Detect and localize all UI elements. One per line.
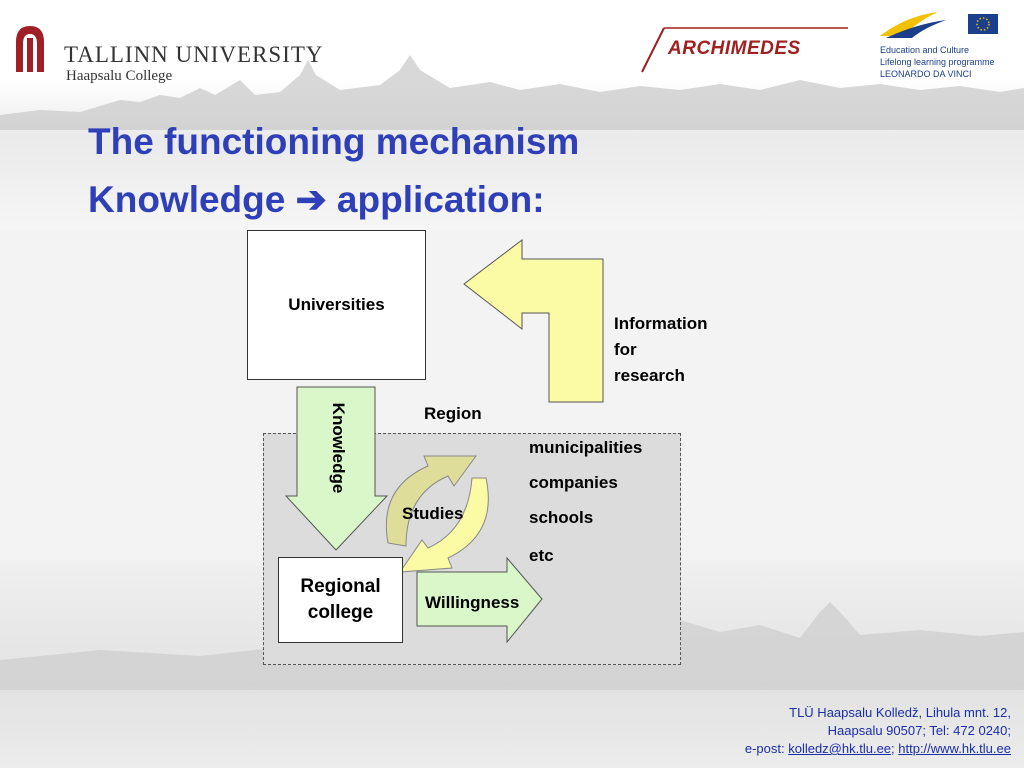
archimedes-logo: ARCHIMEDES [668,38,801,59]
information-line-2: for [614,340,637,359]
information-for-research-label: Information for research [614,311,708,389]
information-arrow [463,238,604,403]
footer-address-line-1: TLÜ Haapsalu Kolledž, Lihula mnt. 12, [789,705,1011,720]
willingness-label: Willingness [425,593,520,612]
archimedes-logo-frame [641,27,848,73]
footer-website-link[interactable]: http://www.hk.tlu.ee [898,741,1011,756]
title-line-2-part-2: application: [336,179,545,220]
college-name: Haapsalu College [66,68,173,84]
region-item-etc: etc [529,546,554,565]
title-line-2-part-1: Knowledge [88,179,286,220]
footer-email-link[interactable]: kolledz@hk.tlu.ee [788,741,892,756]
eu-programme-line-2: Lifelong learning programme [880,57,995,67]
footer-address-line-2: Haapsalu 90507; Tel: 472 0240; [827,723,1011,738]
region-item-municipalities: municipalities [529,438,643,457]
eu-logo-icon [880,12,998,38]
information-line-1: Information [614,314,708,333]
universities-label: Universities [288,295,385,314]
willingness-arrow [416,556,543,644]
eu-programme-line-1: Education and Culture [880,45,970,55]
footer-contact: TLÜ Haapsalu Kolledž, Lihula mnt. 12, Ha… [745,704,1011,758]
tlu-logo-icon [16,26,44,72]
right-arrow-icon: ➔ [295,179,327,220]
university-name: TALLINN UNIVERSITY [64,42,324,67]
studies-label: Studies [402,504,464,523]
knowledge-arrow [285,386,389,551]
slide-title: The functioning mechanism Knowledge ➔ ap… [88,113,579,229]
town-skyline-image [0,55,1024,130]
eu-programme-line-3: LEONARDO DA VINCI [880,69,972,79]
footer-separator: ; [891,741,899,756]
regional-college-line-2: college [307,602,374,623]
information-line-3: research [614,366,685,385]
region-item-schools: schools [529,508,594,527]
region-label: Region [424,404,482,423]
footer-email-line: e-post: kolledz@hk.tlu.ee; http://www.hk… [745,740,1011,758]
region-item-companies: companies [529,473,618,492]
regional-college-box: Regional college [278,557,403,643]
footer-epost-label: e-post: [744,741,789,756]
knowledge-label: Knowledge [329,402,348,494]
title-line-1: The functioning mechanism [88,121,580,162]
regional-college-line-1: Regional [300,576,381,597]
universities-box: Universities [247,230,426,380]
